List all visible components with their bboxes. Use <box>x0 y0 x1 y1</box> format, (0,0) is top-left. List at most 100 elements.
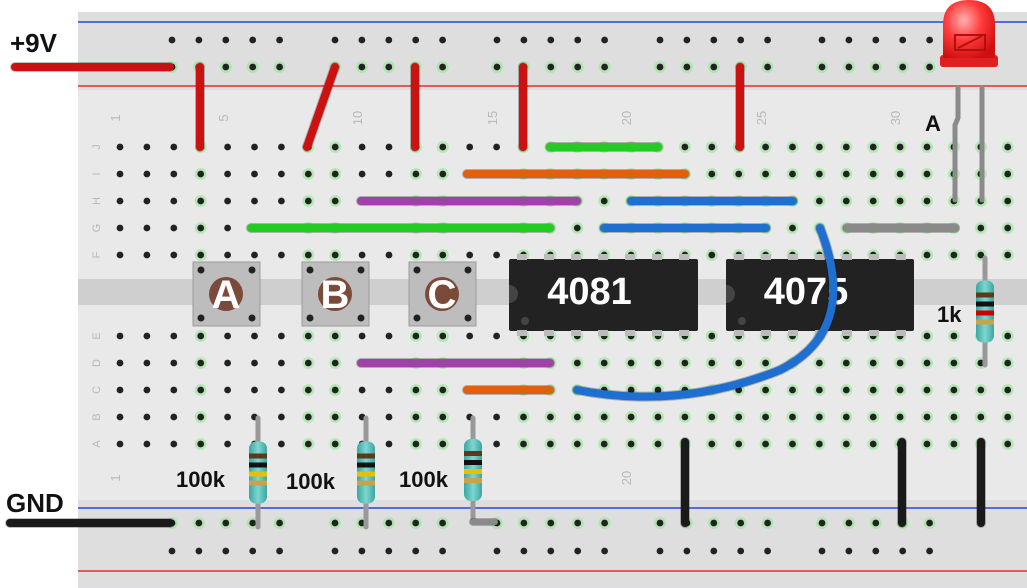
rail-hole <box>710 547 718 555</box>
rail-hole <box>764 519 771 527</box>
hole <box>197 359 205 367</box>
hole <box>493 251 500 259</box>
hole <box>278 440 285 448</box>
hole <box>600 197 608 205</box>
hole <box>627 359 635 367</box>
rail-hole <box>710 519 718 527</box>
rail-hole <box>547 547 555 555</box>
rail-hole <box>818 547 826 555</box>
hole <box>762 143 769 151</box>
hole <box>923 143 931 151</box>
hole <box>412 251 420 259</box>
hole <box>116 143 124 151</box>
hole <box>224 359 232 367</box>
hole <box>170 359 178 367</box>
hole <box>1004 359 1012 367</box>
rail-hole <box>872 547 880 555</box>
hole <box>923 251 931 259</box>
rail-hole <box>412 547 420 555</box>
pushbutton-b: B <box>301 261 370 327</box>
hole <box>278 386 285 394</box>
hole <box>816 197 823 205</box>
rail-hole <box>439 547 446 555</box>
rail-hole <box>899 63 907 71</box>
rail-hole <box>656 547 664 555</box>
rail-hole <box>547 36 555 44</box>
hole <box>143 413 151 421</box>
rail-hole <box>249 63 257 71</box>
hole <box>331 332 339 340</box>
pushbutton-label: B <box>321 273 350 317</box>
rail-hole <box>195 519 203 527</box>
hole <box>224 170 232 178</box>
hole <box>304 197 312 205</box>
hole <box>789 413 796 421</box>
hole <box>170 332 178 340</box>
hole <box>493 440 500 448</box>
pushbutton-c: C <box>408 261 477 327</box>
hole <box>224 413 232 421</box>
wire-red-2 <box>303 63 339 151</box>
hole <box>143 440 151 448</box>
hole <box>304 440 312 448</box>
hole <box>842 359 850 367</box>
hole <box>251 143 258 151</box>
hole <box>816 359 823 367</box>
rail-hole <box>601 63 608 71</box>
hole <box>331 359 339 367</box>
rail-hole <box>520 36 528 44</box>
column-label: 1 <box>108 474 123 481</box>
hole <box>547 413 554 421</box>
hole <box>224 251 232 259</box>
ic-label: 4081 <box>547 271 632 313</box>
hole <box>493 143 500 151</box>
ic-4081: 4081 <box>509 254 698 336</box>
hole <box>331 251 339 259</box>
rail-hole <box>683 63 691 71</box>
hole <box>251 332 258 340</box>
wires <box>5 62 986 528</box>
hole <box>654 413 662 421</box>
hole <box>170 224 178 232</box>
hole <box>600 440 608 448</box>
hole <box>708 413 716 421</box>
hole <box>869 359 877 367</box>
led <box>940 0 998 203</box>
rail-hole <box>493 547 501 555</box>
rail-hole <box>385 547 393 555</box>
hole <box>358 386 366 394</box>
hole <box>278 359 285 367</box>
hole <box>923 413 931 421</box>
column-label: 5 <box>216 114 231 121</box>
hole <box>412 440 420 448</box>
hole <box>816 413 823 421</box>
wire-blue-3 <box>573 224 838 401</box>
rail-hole <box>249 36 257 44</box>
hole <box>412 413 420 421</box>
rail-hole <box>547 519 555 527</box>
rail-hole <box>331 519 339 527</box>
hole <box>331 440 339 448</box>
hole <box>842 143 850 151</box>
rail-hole <box>385 36 393 44</box>
rail-hole <box>574 547 582 555</box>
pull-resistor-a-label: 100k <box>176 467 226 492</box>
rail-hole <box>737 547 745 555</box>
rail-hole <box>872 63 880 71</box>
hole <box>466 332 474 340</box>
rail-hole <box>574 519 582 527</box>
hole <box>224 386 232 394</box>
hole <box>950 359 958 367</box>
hole <box>358 143 366 151</box>
hole <box>439 413 447 421</box>
hole <box>654 359 662 367</box>
rail-hole <box>358 36 366 44</box>
hole <box>224 143 232 151</box>
hole <box>600 359 608 367</box>
hole <box>708 332 716 340</box>
rail-hole <box>358 63 366 71</box>
hole <box>385 440 393 448</box>
rail-hole <box>276 547 283 555</box>
hole <box>331 197 339 205</box>
hole <box>923 332 931 340</box>
